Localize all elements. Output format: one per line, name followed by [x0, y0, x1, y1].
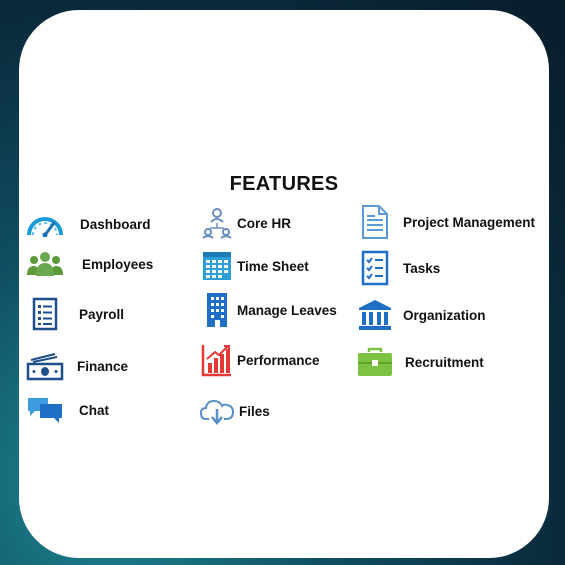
- feature-label: Finance: [77, 358, 129, 374]
- feature-label: Payroll: [79, 306, 125, 322]
- org-people-icon: [197, 205, 237, 241]
- feature-files[interactable]: Files: [197, 393, 270, 429]
- feature-tasks[interactable]: Tasks: [355, 250, 440, 286]
- feature-label: Time Sheet: [237, 258, 309, 274]
- feature-manage-leaves[interactable]: Manage Leaves: [197, 292, 337, 328]
- building-icon: [197, 292, 237, 328]
- feature-time-sheet[interactable]: Time Sheet: [197, 248, 309, 284]
- list-form-icon: [25, 296, 65, 332]
- document-icon: [355, 204, 395, 240]
- calendar-grid-icon: [197, 248, 237, 284]
- feature-payroll[interactable]: Payroll: [25, 296, 124, 332]
- feature-label: Files: [239, 403, 270, 419]
- feature-core-hr[interactable]: Core HR: [197, 205, 291, 241]
- feature-project-management[interactable]: Project Management: [355, 204, 535, 240]
- feature-chat[interactable]: Chat: [25, 392, 109, 428]
- feature-label: Tasks: [403, 260, 441, 276]
- feature-recruitment[interactable]: Recruitment: [355, 344, 484, 380]
- feature-label: Core HR: [237, 215, 292, 231]
- feature-label: Recruitment: [405, 354, 484, 370]
- features-card: FEATURES Dashboard Employees: [19, 10, 549, 558]
- bank-icon: [355, 297, 395, 333]
- feature-dashboard[interactable]: Dashboard: [25, 206, 151, 242]
- briefcase-icon: [355, 344, 395, 380]
- feature-performance[interactable]: Performance: [197, 342, 320, 378]
- features-title: FEATURES: [229, 173, 339, 195]
- bar-chart-up-icon: [197, 342, 237, 378]
- feature-label: Chat: [79, 402, 109, 418]
- checklist-icon: [355, 250, 395, 286]
- people-group-icon: [25, 246, 65, 282]
- money-icon: [25, 348, 65, 384]
- feature-label: Project Management: [403, 214, 536, 230]
- feature-employees[interactable]: Employees: [25, 246, 153, 282]
- feature-label: Performance: [237, 352, 320, 368]
- cloud-download-icon: [197, 393, 237, 429]
- feature-label: Dashboard: [80, 216, 151, 232]
- feature-label: Organization: [403, 307, 486, 323]
- feature-finance[interactable]: Finance: [25, 348, 128, 384]
- feature-label: Manage Leaves: [237, 302, 337, 318]
- gauge-icon: [25, 206, 65, 242]
- chat-bubbles-icon: [25, 392, 65, 428]
- feature-organization[interactable]: Organization: [355, 297, 486, 333]
- feature-label: Employees: [82, 256, 154, 272]
